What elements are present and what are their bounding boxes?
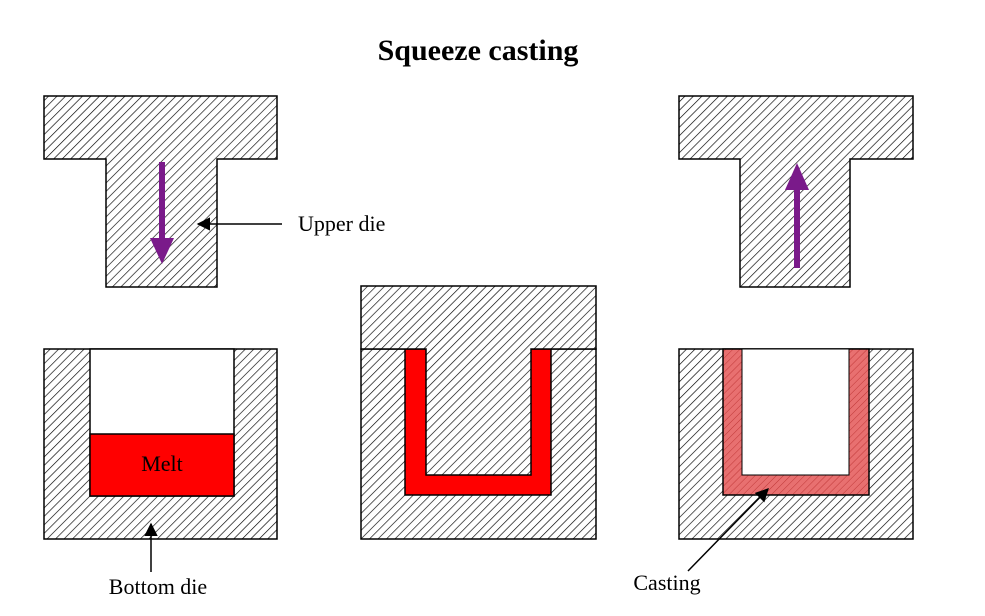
melt-label: Melt [141, 451, 183, 476]
upper-die-center [360, 285, 597, 476]
melt-fill [89, 433, 235, 497]
casting-interior [741, 348, 850, 476]
casting-label: Casting [633, 570, 700, 595]
bottom-die-label: Bottom die [109, 574, 207, 599]
up-arrow-icon [785, 163, 809, 268]
upper-die-label: Upper die [298, 211, 385, 236]
diagram-title: Squeeze casting [378, 34, 579, 67]
down-arrow-icon [150, 162, 174, 264]
casting-pointer [687, 488, 769, 572]
